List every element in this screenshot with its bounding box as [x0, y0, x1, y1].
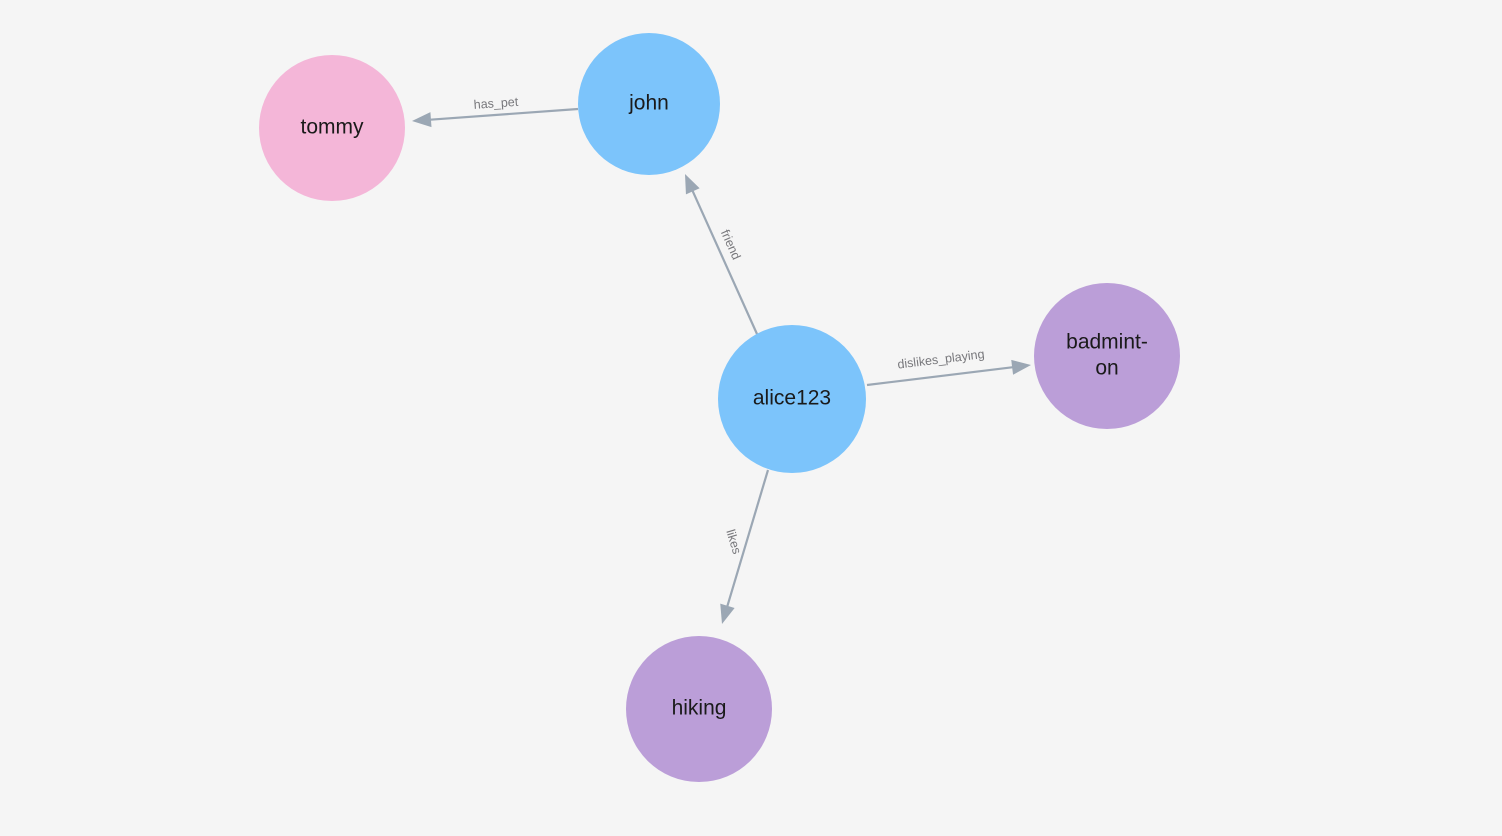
nodes-layer: tommy john alice123 badmint-on hiking — [259, 33, 1180, 782]
edge-arrowhead-icon — [720, 603, 735, 624]
edge-label: likes — [723, 528, 744, 556]
graph-node-tommy[interactable]: tommy — [259, 55, 405, 201]
node-circle[interactable] — [259, 55, 405, 201]
edge-label: dislikes_playing — [897, 347, 986, 372]
edge-line — [866, 365, 1017, 387]
edge-line — [426, 107, 579, 122]
edge-arrowhead-icon — [1011, 359, 1031, 375]
graph-edge[interactable]: likes — [720, 469, 770, 624]
edge-line — [725, 469, 770, 610]
node-circle[interactable] — [718, 325, 866, 473]
graph-edge[interactable]: dislikes_playing — [866, 347, 1031, 387]
graph-node-hiking[interactable]: hiking — [626, 636, 772, 782]
node-circle[interactable] — [1034, 283, 1180, 429]
edge-arrowhead-icon — [685, 174, 700, 195]
graph-node-john[interactable]: john — [578, 33, 720, 175]
graph-edge[interactable]: has_pet — [412, 95, 579, 128]
graph-node-badminton[interactable]: badmint-on — [1034, 283, 1180, 429]
edge-label: has_pet — [473, 95, 519, 112]
graph-node-alice123[interactable]: alice123 — [718, 325, 866, 473]
graph-edge[interactable]: friend — [685, 174, 759, 335]
node-circle[interactable] — [578, 33, 720, 175]
edge-arrowhead-icon — [412, 112, 432, 128]
edge-line — [690, 187, 759, 335]
node-circle[interactable] — [626, 636, 772, 782]
